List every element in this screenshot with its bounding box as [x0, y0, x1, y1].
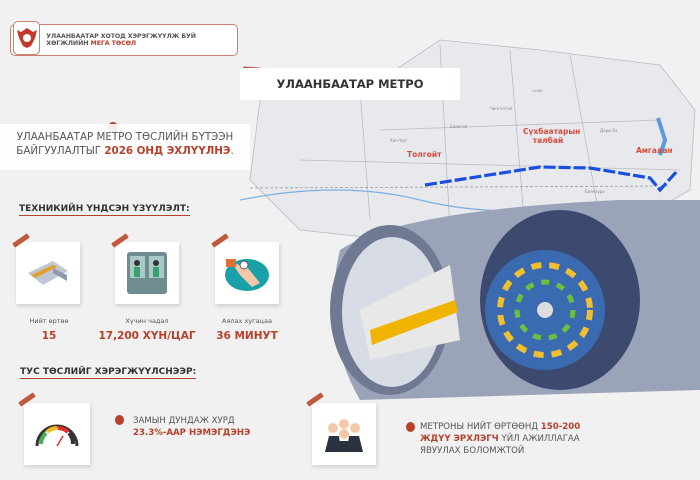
- benefit-text: МЕТРОНЫ НИЙТ ӨРТӨӨНД 150-200 ЖДҮҮ ЭРХЛЭГ…: [420, 421, 600, 457]
- header-banner: УЛААНБААТАР ХОТОД ХЭРЭГЖҮҮЛЖ БУЙ ХӨГЖЛИЙ…: [10, 21, 238, 56]
- page-title: УЛААНБААТАР МЕТРО: [240, 68, 460, 100]
- metro-line: [424, 165, 680, 193]
- station-amgalan: Амгалан: [636, 146, 673, 155]
- tunnel-illustration: [330, 200, 700, 400]
- station-tolgoit: Толгойт: [407, 150, 442, 159]
- header-text: УЛААНБААТАР ХОТОД ХЭРЭГЖҮҮЛЖ БУЙ ХӨГЖЛИЙ…: [46, 33, 196, 47]
- intro-end: .: [230, 145, 234, 157]
- pin-icon: [406, 422, 415, 432]
- benefit-text: ЗАМЫН ДУНДАЖ ХУРД 23.3%-ААР НЭМЭГДЭНЭ: [133, 415, 250, 439]
- intro-highlight: 2026 ОНД ЭХЛҮҮЛНЭ: [104, 145, 231, 157]
- spec-label: Аялах хугацаа: [222, 317, 272, 325]
- benefit-highlight: 150-200 ЖДҮҮ ЭРХЛЭГЧ: [420, 422, 581, 444]
- header-highlight: МЕГА ТӨСӨЛ: [90, 40, 137, 47]
- district-label: Дари-Эх: [600, 128, 618, 133]
- city-emblem-logo: [13, 21, 41, 55]
- benefit-highlight: 23.3%-ААР НЭМЭГДЭНЭ: [133, 428, 251, 438]
- district-label: Хан-Уул: [390, 138, 407, 143]
- passengers-icon: [115, 242, 179, 304]
- station-icon: [16, 242, 80, 304]
- district-label: Баянзүрх: [585, 189, 605, 194]
- station-sukhbaatar: Сүхбаатарын талбай: [523, 127, 581, 145]
- spec-stations: [12, 233, 80, 304]
- benefit-smes: [306, 392, 376, 465]
- benefit-plain: ЗАМЫН ДУНДАЖ ХУРД: [133, 416, 235, 426]
- district-label: Чингэлтэй: [490, 106, 512, 111]
- spec-capacity: [111, 233, 179, 304]
- spec-travel-time: [211, 233, 279, 304]
- spec-value: 36 МИНУТ: [216, 330, 278, 342]
- benefit-rest: ҮЙЛ АЖИЛЛАГАА ЯВУУЛАХ БОЛОМЖТОЙ: [420, 434, 580, 456]
- spec-value: 15: [41, 330, 57, 342]
- specs-heading: ТЕХНИКИЙН ҮНДСЭН ҮЗҮҮЛЭЛТ:: [19, 204, 190, 216]
- spec-value: 17,200 ХҮН/ЦАГ: [98, 330, 196, 342]
- watch-icon: [215, 242, 279, 304]
- intro-line1: УЛААНБААТАР МЕТРО ТӨСЛИЙН БҮТЭЭН: [16, 131, 234, 143]
- pin-icon: [115, 415, 124, 425]
- intro-line2: БАЙГУУЛАЛТЫГ: [16, 145, 105, 157]
- spec-label: Хүчин чадал: [125, 317, 169, 325]
- district-label: Баянгол: [450, 124, 468, 129]
- spec-label: Нийт өртөө: [29, 317, 69, 325]
- benefit-speed: [18, 392, 90, 465]
- benefit-plain: МЕТРОНЫ НИЙТ ӨРТӨӨНД: [420, 422, 541, 432]
- intro-text: УЛААНБААТАР МЕТРО ТӨСЛИЙН БҮТЭЭН БАЙГУУЛ…: [0, 124, 250, 170]
- district-label: Сэлбэ: [532, 89, 543, 93]
- speedometer-icon: [24, 403, 90, 465]
- benefits-heading: ТУС ТӨСЛИЙГ ХЭРЭГЖҮҮЛСНЭЭР:: [20, 367, 197, 379]
- business-people-icon: [312, 403, 376, 465]
